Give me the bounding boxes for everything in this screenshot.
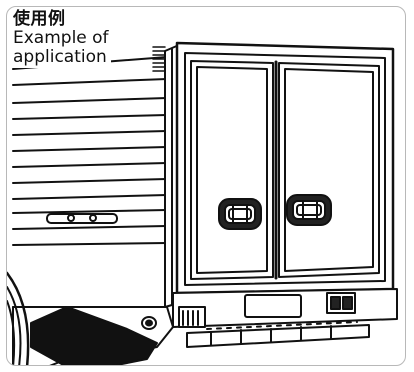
caption-title-english-line1: Example of	[13, 28, 109, 48]
truck-rear-bumper	[172, 288, 398, 348]
caption-title-english-line2: application	[13, 47, 107, 67]
door-lock-handle-right	[286, 194, 332, 226]
application-example-panel: 使用例 Example of application	[6, 6, 406, 366]
truck-illustration	[7, 41, 398, 365]
door-lock-handle-left	[218, 198, 262, 230]
truck-rear-frame	[175, 41, 395, 295]
truck-corner-ribbing	[152, 46, 166, 72]
truck-chassis	[12, 306, 174, 365]
left-door	[190, 60, 274, 280]
caption: 使用例 Example of application	[13, 11, 111, 68]
right-door	[278, 62, 380, 278]
caption-title-japanese: 使用例	[13, 9, 66, 29]
truck-wheel	[7, 271, 30, 365]
truck-side-shutter	[12, 56, 168, 308]
